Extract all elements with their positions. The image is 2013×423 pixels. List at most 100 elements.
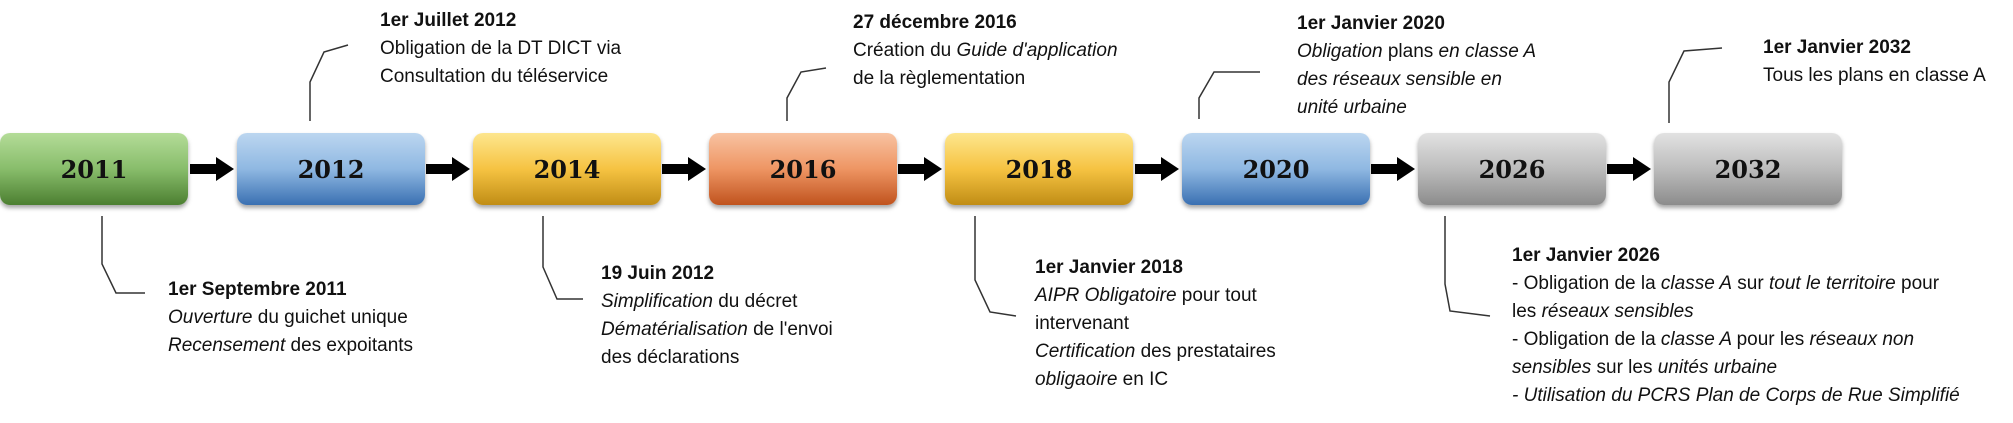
event-text: réseaux sensibles bbox=[1541, 301, 1694, 322]
event-date: 1er Septembre 2011 bbox=[168, 279, 347, 300]
event-line: - Obligation de la classe A sur tout le … bbox=[1512, 270, 1960, 298]
year-box-2018: 2018 bbox=[945, 133, 1133, 205]
year-box-2016: 2016 bbox=[709, 133, 897, 205]
event-text: AIPR Obligatoire bbox=[1035, 285, 1177, 306]
event-line: Simplification du décret bbox=[601, 288, 833, 316]
year-box-2014: 2014 bbox=[473, 133, 661, 205]
event-2026: 1er Janvier 2026 - Obligation de la clas… bbox=[1512, 242, 1960, 410]
event-text: Création du bbox=[853, 40, 957, 61]
event-line: des réseaux sensible en bbox=[1297, 69, 1502, 90]
year-box-2020: 2020 bbox=[1182, 133, 1370, 205]
arrow-right-icon bbox=[426, 157, 470, 181]
event-text: pour tout bbox=[1176, 285, 1257, 306]
event-line: Recensement des expoitants bbox=[168, 332, 413, 360]
event-text: - Obligation de la bbox=[1512, 273, 1661, 294]
connector-2020 bbox=[1198, 71, 1260, 119]
arrow-right-icon bbox=[662, 157, 706, 181]
arrow-right-icon bbox=[898, 157, 942, 181]
event-text: Obligation bbox=[1297, 41, 1383, 62]
event-text: Simplification bbox=[601, 291, 713, 312]
event-line: Ouverture du guichet unique bbox=[168, 304, 413, 332]
event-text: plans bbox=[1382, 41, 1439, 62]
event-line: - Obligation de la classe A pour les rés… bbox=[1512, 326, 1960, 354]
year-label: 2032 bbox=[1714, 154, 1782, 184]
connector-2011 bbox=[101, 216, 145, 294]
arrow-right-icon bbox=[190, 157, 234, 181]
event-text: obligaoire bbox=[1035, 369, 1118, 390]
event-text: Certification bbox=[1035, 341, 1136, 362]
year-box-2032: 2032 bbox=[1654, 133, 1842, 205]
event-text: Recensement bbox=[168, 335, 286, 356]
year-label: 2014 bbox=[533, 154, 601, 184]
year-box-2026: 2026 bbox=[1418, 133, 1606, 205]
event-text: sensibles bbox=[1512, 357, 1592, 378]
event-line: obligaoire en IC bbox=[1035, 366, 1276, 394]
arrow-right-icon bbox=[1371, 157, 1415, 181]
event-line: Obligation plans en classe A bbox=[1297, 38, 1536, 66]
event-line: AIPR Obligatoire pour tout bbox=[1035, 282, 1276, 310]
event-text: Guide d'application bbox=[956, 40, 1118, 61]
year-box-2011: 2011 bbox=[0, 133, 188, 205]
event-line: Tous les plans en classe A bbox=[1763, 65, 1986, 86]
year-box-2012: 2012 bbox=[237, 133, 425, 205]
event-line: unité urbaine bbox=[1297, 97, 1407, 118]
event-line: les réseaux sensibles bbox=[1512, 298, 1960, 326]
arrow-right-icon bbox=[1607, 157, 1651, 181]
event-text: du décret bbox=[712, 291, 798, 312]
event-date: 1er Janvier 2020 bbox=[1297, 13, 1445, 34]
year-label: 2011 bbox=[60, 154, 128, 184]
event-text: en IC bbox=[1117, 369, 1169, 390]
event-text: du guichet unique bbox=[252, 307, 408, 328]
event-2018: 1er Janvier 2018 AIPR Obligatoire pour t… bbox=[1035, 254, 1276, 394]
event-text: des expoitants bbox=[285, 335, 414, 356]
event-text: classe A bbox=[1660, 329, 1737, 350]
event-line: Dématérialisation de l'envoi bbox=[601, 316, 833, 344]
event-line: Certification des prestataires bbox=[1035, 338, 1276, 366]
year-label: 2012 bbox=[297, 154, 365, 184]
connector-2018 bbox=[974, 216, 1017, 317]
connector-2012 bbox=[309, 44, 349, 121]
connector-2016 bbox=[786, 67, 827, 121]
year-label: 2016 bbox=[769, 154, 837, 184]
event-text: pour bbox=[1895, 273, 1940, 294]
event-line: Obligation de la DT DICT via bbox=[380, 38, 622, 59]
event-text: Dématérialisation bbox=[601, 319, 748, 340]
year-label: 2020 bbox=[1242, 154, 1310, 184]
event-text: des prestataires bbox=[1135, 341, 1276, 362]
event-line: sensibles sur les unités urbaine bbox=[1512, 354, 1960, 382]
event-line: - Utilisation du PCRS Plan de Corps de R… bbox=[1512, 385, 1960, 406]
event-text: pour les bbox=[1736, 329, 1810, 350]
year-label: 2026 bbox=[1478, 154, 1546, 184]
event-line: de la règlementation bbox=[853, 68, 1026, 89]
event-line: Création du Guide d'application bbox=[853, 37, 1118, 65]
event-text: sur les bbox=[1591, 357, 1658, 378]
event-2032: 1er Janvier 2032 Tous les plans en class… bbox=[1763, 34, 1986, 90]
event-text: classe A bbox=[1660, 273, 1733, 294]
event-text: Ouverture bbox=[168, 307, 253, 328]
year-label: 2018 bbox=[1005, 154, 1073, 184]
event-text: de l'envoi bbox=[747, 319, 833, 340]
event-2012: 1er Juillet 2012 Obligation de la DT DIC… bbox=[380, 7, 621, 91]
arrow-right-icon bbox=[1135, 157, 1179, 181]
event-line: des déclarations bbox=[601, 347, 740, 368]
event-line: Consultation du téléservice bbox=[380, 66, 609, 87]
connector-2014 bbox=[542, 216, 583, 300]
event-date: 1er Janvier 2026 bbox=[1512, 245, 1660, 266]
event-2020: 1er Janvier 2020 Obligation plans en cla… bbox=[1297, 10, 1536, 122]
event-date: 27 décembre 2016 bbox=[853, 12, 1017, 33]
connector-2026 bbox=[1444, 216, 1491, 317]
event-text: les bbox=[1512, 301, 1542, 322]
event-date: 1er Juillet 2012 bbox=[380, 10, 517, 31]
event-text: en classe A bbox=[1438, 41, 1537, 62]
event-2014: 19 Juin 2012 Simplification du décret Dé… bbox=[601, 260, 833, 372]
event-date: 19 Juin 2012 bbox=[601, 263, 715, 284]
event-2011: 1er Septembre 2011 Ouverture du guichet … bbox=[168, 276, 413, 360]
event-text: - Obligation de la bbox=[1512, 329, 1661, 350]
event-date: 1er Janvier 2032 bbox=[1763, 37, 1911, 58]
event-2016: 27 décembre 2016 Création du Guide d'app… bbox=[853, 9, 1118, 93]
event-text: réseaux non bbox=[1809, 329, 1915, 350]
event-text: unités urbaine bbox=[1657, 357, 1778, 378]
connector-2032 bbox=[1668, 47, 1723, 123]
event-text: sur bbox=[1732, 273, 1769, 294]
